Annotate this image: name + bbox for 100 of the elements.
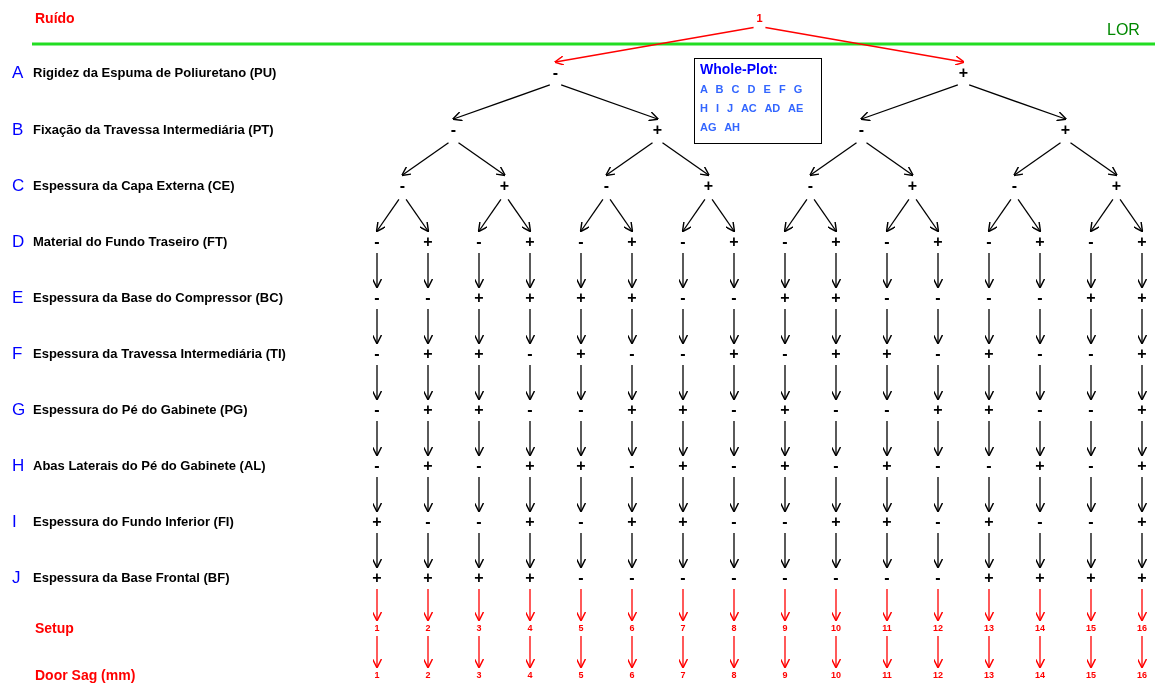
arrow (524, 588, 536, 622)
level-sign: + (828, 289, 844, 307)
arrow (779, 308, 791, 345)
level-sign: - (930, 513, 946, 531)
arrow (728, 252, 740, 289)
arrow (524, 420, 536, 457)
note-text: A B C D E F G H I J AC AD AE AG AH (700, 82, 805, 135)
level-sign: + (675, 457, 691, 475)
level-sign: - (675, 233, 691, 251)
arrow (779, 635, 791, 669)
level-sign: + (904, 177, 921, 195)
arrow (626, 476, 638, 513)
run-number: 14 (1030, 669, 1050, 681)
level-sign: - (853, 121, 870, 139)
level-sign: - (1032, 289, 1048, 307)
level-sign: - (777, 345, 793, 363)
arrow (473, 420, 485, 457)
arrow (881, 532, 893, 569)
level-sign: - (675, 289, 691, 307)
arrow (422, 420, 434, 457)
arrow (473, 308, 485, 345)
factor-name: Fixação da Travessa Intermediária (PT) (33, 123, 274, 136)
arrow (983, 476, 995, 513)
run-number: 5 (571, 622, 591, 634)
level-sign: + (930, 401, 946, 419)
level-sign: + (1032, 569, 1048, 587)
level-sign: - (1032, 345, 1048, 363)
arrow (677, 635, 689, 669)
run-number: 3 (469, 622, 489, 634)
arrow (1034, 420, 1046, 457)
run-number: 6 (622, 669, 642, 681)
arrow (1136, 308, 1148, 345)
arrow (422, 588, 434, 622)
arrow (371, 308, 383, 345)
level-sign: + (522, 513, 538, 531)
arrow (1017, 198, 1042, 233)
arrow (422, 532, 434, 569)
level-sign: - (777, 569, 793, 587)
row-label: Door Sag (mm) (35, 668, 136, 682)
run-number: 6 (622, 622, 642, 634)
factor-name: Espessura da Travessa Intermediária (TI) (33, 347, 286, 360)
level-sign: - (1032, 513, 1048, 531)
level-sign: - (981, 233, 997, 251)
level-sign: - (624, 569, 640, 587)
run-number: 11 (877, 669, 897, 681)
note-box (694, 58, 822, 144)
level-sign: + (675, 513, 691, 531)
level-sign: + (471, 401, 487, 419)
factor-letter: I (12, 513, 17, 530)
arrow (830, 252, 842, 289)
level-sign: - (573, 569, 589, 587)
arrow (1136, 532, 1148, 569)
arrow (728, 635, 740, 669)
level-sign: + (1134, 233, 1150, 251)
level-sign: - (675, 345, 691, 363)
run-number: 1 (367, 669, 387, 681)
level-sign: - (445, 121, 462, 139)
level-sign: - (624, 345, 640, 363)
arrow (626, 308, 638, 345)
factor-name: Espessura do Fundo Inferior (FI) (33, 515, 234, 528)
arrow (830, 308, 842, 345)
arrow (779, 476, 791, 513)
level-sign: - (1083, 233, 1099, 251)
level-sign: - (879, 233, 895, 251)
level-sign: - (369, 457, 385, 475)
level-sign: - (726, 457, 742, 475)
arrow (932, 635, 944, 669)
level-sign: + (496, 177, 513, 195)
run-number: 16 (1132, 669, 1152, 681)
arrow (677, 308, 689, 345)
run-number: 3 (469, 669, 489, 681)
level-sign: - (1083, 345, 1099, 363)
arrow (1136, 635, 1148, 669)
arrow (779, 532, 791, 569)
arrow (1085, 476, 1097, 513)
factor-letter: J (12, 569, 21, 586)
level-sign: - (1083, 457, 1099, 475)
arrow (1034, 532, 1046, 569)
level-sign: + (420, 233, 436, 251)
level-sign: + (573, 457, 589, 475)
factor-name: Espessura da Base Frontal (BF) (33, 571, 230, 584)
level-sign: + (369, 513, 385, 531)
level-sign: + (981, 345, 997, 363)
level-sign: + (420, 457, 436, 475)
run-number: 12 (928, 622, 948, 634)
arrow (779, 588, 791, 622)
level-sign: + (624, 513, 640, 531)
level-sign: + (1083, 289, 1099, 307)
arrow (477, 198, 502, 233)
run-number: 4 (520, 669, 540, 681)
arrow (728, 420, 740, 457)
arrow (524, 476, 536, 513)
arrow (830, 476, 842, 513)
arrow (1034, 364, 1046, 401)
arrow (1136, 588, 1148, 622)
level-sign: + (522, 569, 538, 587)
arrow (1085, 532, 1097, 569)
level-sign: - (420, 513, 436, 531)
level-sign: - (369, 233, 385, 251)
level-sign: + (624, 233, 640, 251)
